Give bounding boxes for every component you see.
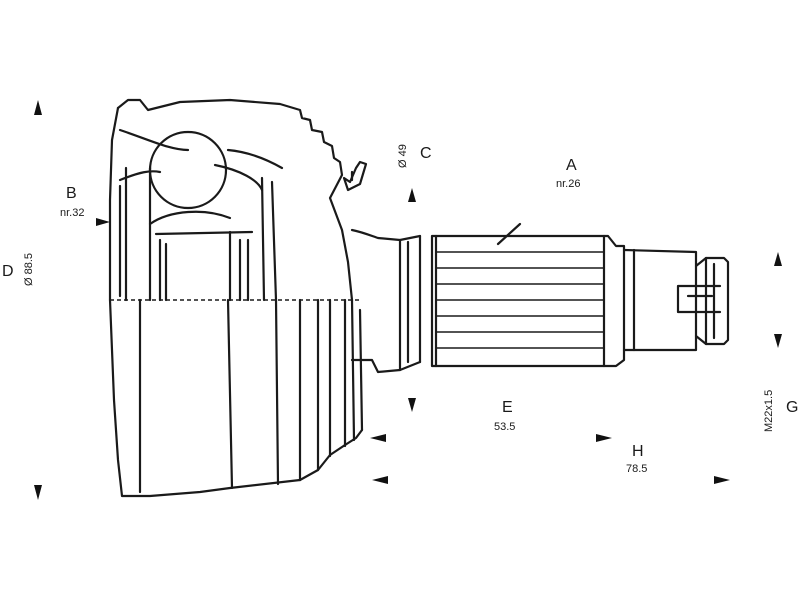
dim-h-arrow-left [372,476,388,484]
dim-g-arrow-top [774,252,782,266]
dim-e-arrow-right [596,434,612,442]
dim-c-arrow-top [408,188,416,202]
joint-internals [118,128,284,302]
dim-c-arrow-bottom [408,398,416,412]
label-a-value: nr.26 [556,178,580,190]
label-b-letter: B [66,185,77,202]
dim-d-arrow-top [34,100,42,115]
housing-outline [108,98,364,498]
label-e-letter: E [502,399,513,416]
label-d-value: Ø 88.5 [23,253,35,286]
threaded-stub [622,248,730,352]
label-h-value: 78.5 [626,463,647,475]
label-g-letter: G [786,399,798,416]
label-e-value: 53.5 [494,421,515,433]
dimension-arrows [34,100,782,500]
dim-g-arrow-bottom [774,334,782,348]
neck-collar [350,228,422,374]
dim-d-arrow-bottom [34,485,42,500]
spline-shaft [430,222,626,368]
label-g-value: M22x1.5 [763,390,775,432]
label-h-letter: H [632,443,644,460]
label-d-letter: D [2,263,14,280]
dim-b-arrow [96,218,110,226]
label-c-value: Ø 49 [397,144,409,168]
dim-h-arrow-right [714,476,730,484]
label-c-letter: C [420,145,432,162]
dimension-labels: A nr.26 B nr.32 C Ø 49 D Ø 88.5 E 53.5 G… [2,144,798,475]
label-a-letter: A [566,157,577,174]
dim-e-arrow-left [370,434,386,442]
label-b-value: nr.32 [60,207,84,219]
abs-ring [342,160,368,192]
